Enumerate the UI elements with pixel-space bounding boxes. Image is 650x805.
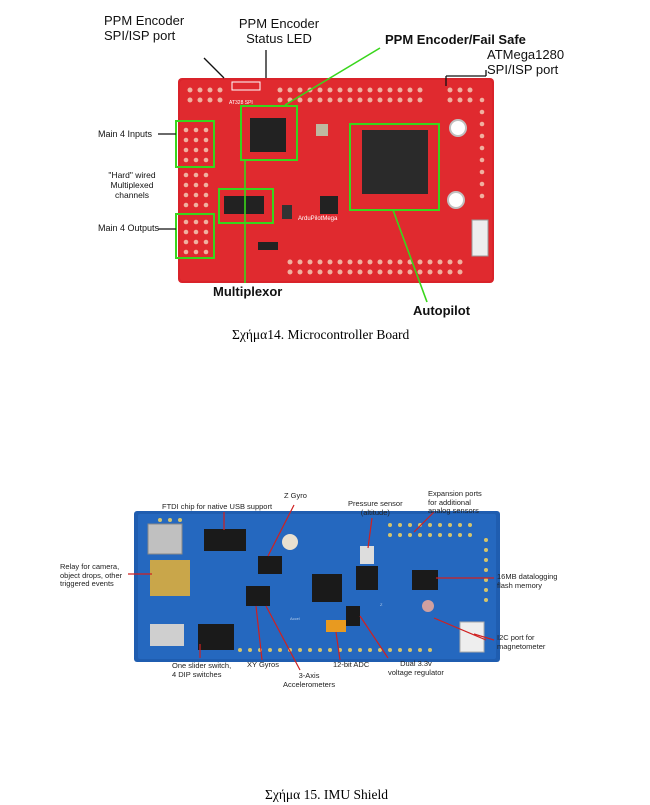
label-main-outputs: Main 4 Outputs — [98, 223, 160, 233]
label-ppm-encoder-status-led: PPM Encoder Status LED — [238, 16, 320, 46]
label-flash-memory: 16MB datalogging flash memory — [497, 572, 558, 590]
label-multiplexor: Multiplexor — [213, 284, 283, 299]
label-slider-switch: One slider switch, 4 DIP switches — [172, 661, 232, 679]
label-main-inputs: Main 4 Inputs — [98, 129, 153, 139]
label-ftdi: FTDI chip for native USB support — [162, 502, 273, 511]
label-expansion-ports: Expansion ports for additional analog se… — [428, 489, 482, 515]
label-hard-wired: "Hard" wired Multiplexed channels — [108, 170, 156, 200]
label-i2c-port: I2C port for magnetometer — [497, 633, 546, 651]
label-relay: Relay for camera, object drops, other tr… — [60, 562, 123, 588]
label-pressure-sensor: Pressure sensor (altitude) — [348, 499, 403, 517]
label-autopilot: Autopilot — [413, 303, 471, 318]
label-accelerometers: 3-Axis Accelerometers — [283, 671, 336, 689]
label-ppm-encoder-fail-safe: PPM Encoder/Fail Safe — [385, 32, 526, 47]
figure-caption-2: Σχήμα 15. IMU Shield — [265, 787, 388, 802]
svg-text:Accel: Accel — [290, 616, 300, 621]
label-ppm-encoder-spi: PPM Encoder SPI/ISP port — [104, 13, 185, 43]
microcontroller-board-image: AT328 SPI ArduPilotMega — [158, 47, 494, 303]
label-12bit-adc: 12-bit ADC — [333, 660, 370, 669]
label-voltage-regulator: Dual 3.3v voltage regulator — [388, 659, 444, 677]
board-silkscreen-text: ArduPilotMega — [298, 216, 338, 222]
label-xy-gyros: XY Gyros — [247, 660, 279, 669]
label-z-gyro: Z Gyro — [284, 491, 307, 500]
svg-text:AT328 SPI: AT328 SPI — [229, 100, 253, 106]
figure-caption-1: Σχήμα14. Microcontroller Board — [232, 327, 410, 342]
svg-text:Z: Z — [380, 602, 383, 607]
label-atmega1280-spi: ATMega1280 SPI/ISP port — [487, 47, 565, 77]
